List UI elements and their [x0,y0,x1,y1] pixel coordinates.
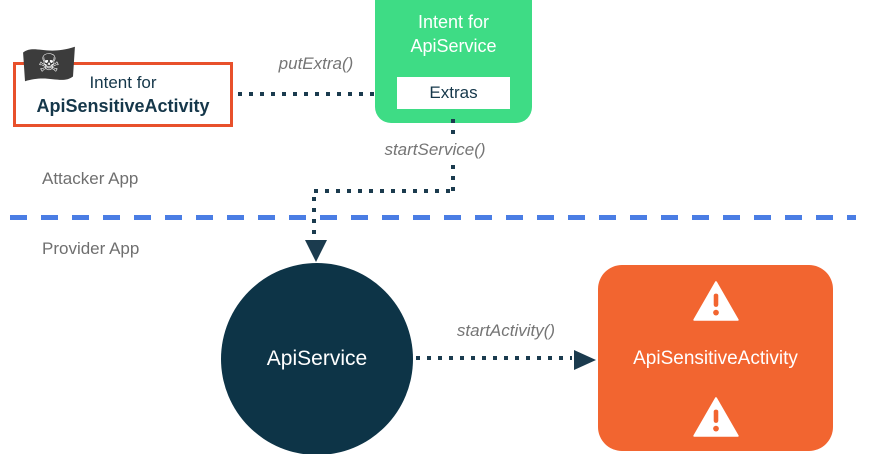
put-extra-label: putExtra() [278,54,354,73]
attacker-intent-card: Intent for ApiSensitiveActivity [13,62,233,127]
api-sensitive-activity-node: ApiSensitiveActivity [598,265,833,451]
service-intent-line2: ApiService [410,36,497,56]
service-intent-card: Intent for ApiService Extras [375,0,532,123]
service-intent-line1: Intent for [417,12,490,32]
skull-and-crossbones-glyph: ☠ [38,49,60,78]
attacker-intent-line1: Intent for [89,73,157,92]
start-activity-line [416,356,572,360]
start-service-line-a [451,119,455,135]
start-service-arrowhead-icon [305,240,327,262]
pirate-flag-icon: ☠ [23,46,75,82]
api-service-label: ApiService [266,347,368,370]
warning-icon [692,397,739,437]
put-extra-line [238,92,374,96]
attacker-intent-line2: ApiSensitiveActivity [36,96,210,116]
start-service-line-c [314,189,454,193]
attacker-app-label: Attacker App [42,169,139,188]
warning-icon [692,281,739,321]
start-service-label: startService() [384,140,486,159]
extras-box: Extras [397,77,510,109]
start-activity-arrowhead-icon [574,350,596,370]
start-service-line-b [451,165,455,193]
app-boundary-divider [10,215,856,220]
provider-app-label: Provider App [42,239,140,258]
api-service-node: ApiService [221,263,413,454]
api-sensitive-activity-label: ApiSensitiveActivity [633,348,798,369]
start-activity-label: startActivity() [456,321,556,340]
